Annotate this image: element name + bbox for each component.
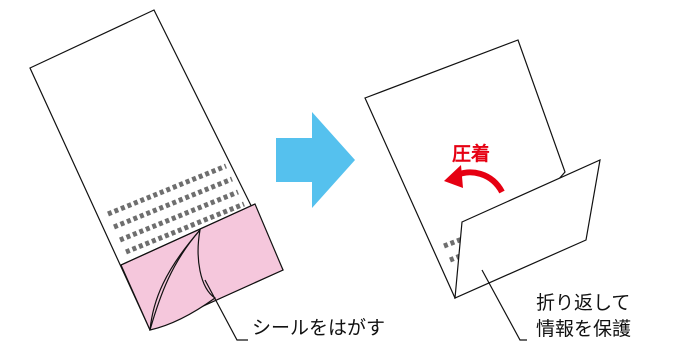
leader-line-fold xyxy=(481,269,527,341)
leader-line-peel xyxy=(204,279,248,341)
right-arrow-icon xyxy=(276,112,355,208)
folded-flap xyxy=(454,158,601,299)
right-sheet xyxy=(364,39,566,300)
perforation-lines xyxy=(107,163,245,255)
pressure-seal-label: 圧着 xyxy=(452,142,490,165)
right-document: 圧着 折り返して 情報を保護 xyxy=(364,39,631,341)
peeled-flap-back xyxy=(149,229,201,331)
curved-arrow-head xyxy=(444,165,463,188)
left-document: シールをはがす xyxy=(29,9,385,341)
fold-label-line1: 折り返して xyxy=(536,292,630,314)
seal-top-line xyxy=(120,203,256,266)
peel-seal-label: シールをはがす xyxy=(252,317,385,339)
peeled-flap xyxy=(149,227,217,331)
fold-label-line2: 情報を保護 xyxy=(536,318,631,340)
